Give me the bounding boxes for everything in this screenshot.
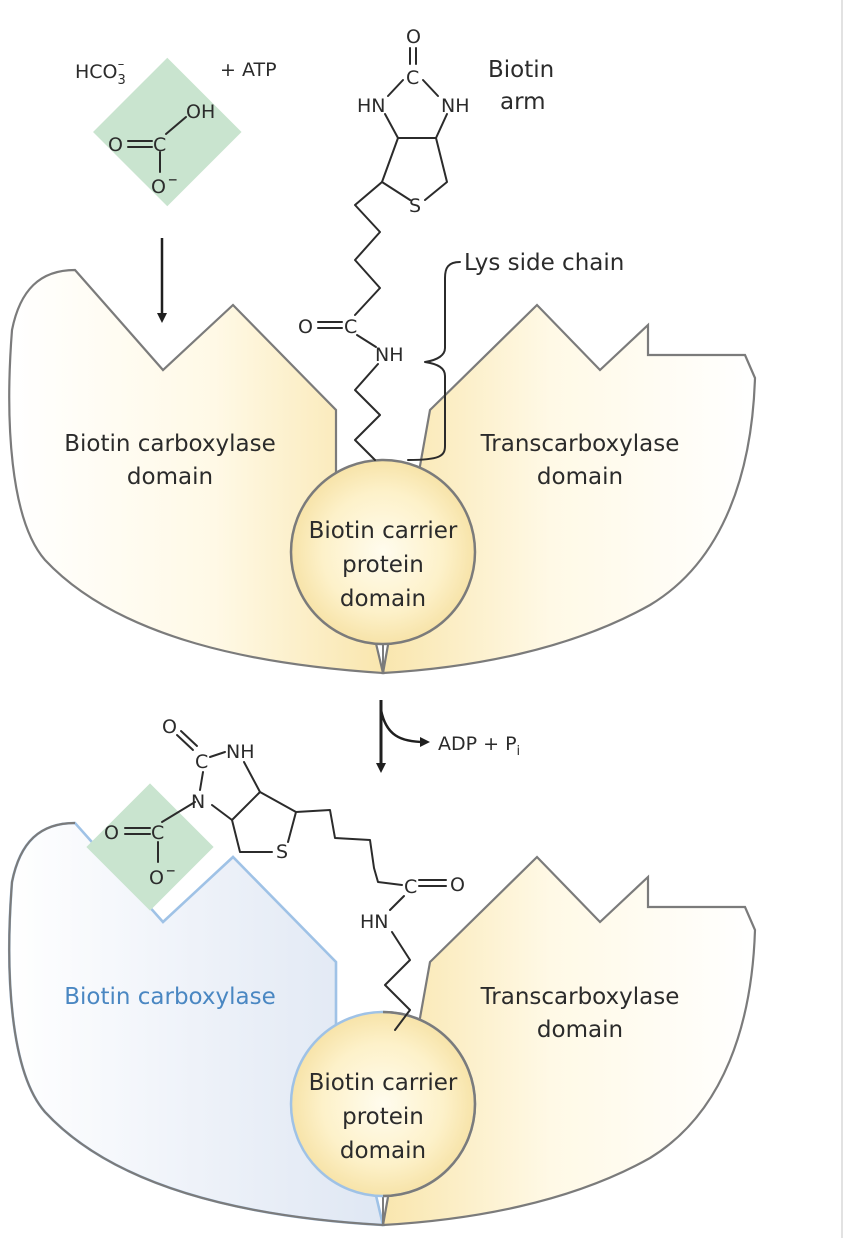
bottom-right-domain-label-2: domain bbox=[537, 1017, 623, 1043]
bottom-amide-hn: HN bbox=[360, 911, 389, 933]
bicarbonate-o-left: O bbox=[108, 134, 123, 156]
amide-o: O bbox=[298, 316, 313, 338]
carboxyl-c: C bbox=[151, 822, 164, 844]
top-carrier-label-1: Biotin carrier bbox=[309, 518, 458, 544]
top-right-domain-label-2: domain bbox=[537, 464, 623, 490]
carboxybiotin-s: S bbox=[276, 841, 288, 863]
top-right-domain-label-1: Transcarboxylase bbox=[480, 431, 680, 457]
bottom-amide-c: C bbox=[404, 876, 417, 898]
products-adp-pi: ADP + Pi bbox=[438, 733, 520, 759]
bottom-left-domain-label: Biotin carboxylase bbox=[64, 984, 276, 1010]
biotin-s: S bbox=[409, 195, 421, 217]
top-transcarboxylase-domain bbox=[381, 303, 757, 675]
bottom-carrier-label-1: Biotin carrier bbox=[309, 1070, 458, 1096]
top-carrier-label-3: domain bbox=[340, 586, 426, 612]
bottom-transcarboxylase-domain bbox=[381, 855, 757, 1227]
plus-atp: + ATP bbox=[220, 59, 277, 81]
top-panel: O C OH O – HCO3– + ATP O C HN NH S O C N… bbox=[8, 26, 757, 675]
carboxybiotin-o: O bbox=[162, 716, 177, 738]
top-left-domain-label-1: Biotin carboxylase bbox=[64, 431, 276, 457]
bottom-panel: O C O – O C NH N S C O HN Biotin carboxy… bbox=[7, 716, 757, 1227]
bicarbonate-oh: OH bbox=[186, 101, 215, 123]
bottom-amide-o: O bbox=[450, 874, 465, 896]
carboxybiotin-n: N bbox=[191, 791, 205, 813]
carboxyl-minus: – bbox=[166, 859, 176, 881]
top-biotin-carrier-domain bbox=[289, 458, 477, 646]
reactant-bicarbonate: HCO3– bbox=[75, 57, 126, 88]
biotin-ring-c: C bbox=[406, 67, 419, 89]
bottom-carrier-label-2: protein bbox=[342, 1104, 424, 1130]
bottom-carrier-label-3: domain bbox=[340, 1138, 426, 1164]
carboxyl-o-left: O bbox=[104, 822, 119, 844]
top-biotin-carboxylase-domain bbox=[8, 268, 385, 675]
top-carrier-label-2: protein bbox=[342, 552, 424, 578]
top-left-domain-label-2: domain bbox=[127, 464, 213, 490]
biotin-arm-label-2: arm bbox=[500, 89, 546, 115]
carboxybiotin-c: C bbox=[195, 751, 208, 773]
lys-side-chain-label: Lys side chain bbox=[464, 250, 624, 276]
biotin-hn: HN bbox=[357, 95, 386, 117]
biotin-arm-label-1: Biotin bbox=[488, 57, 554, 83]
amide-nh: NH bbox=[375, 344, 404, 366]
carboxyl-o-minus: O bbox=[149, 867, 164, 889]
lys-bracket bbox=[407, 261, 461, 461]
bicarbonate-o-minus: O bbox=[151, 176, 166, 198]
biotin-carbonyl-o: O bbox=[406, 26, 421, 48]
amide-c: C bbox=[344, 316, 357, 338]
bottom-carrier-outline-right bbox=[382, 1010, 477, 1198]
middle-reaction: ADP + Pi bbox=[376, 700, 520, 773]
bicarbonate-minus: – bbox=[168, 168, 178, 190]
carboxybiotin-nh: NH bbox=[226, 741, 255, 763]
bicarbonate-c: C bbox=[153, 134, 166, 156]
middle-arrow-branch bbox=[379, 709, 430, 747]
bottom-right-domain-label-1: Transcarboxylase bbox=[480, 984, 680, 1010]
biotin-nh: NH bbox=[441, 95, 470, 117]
